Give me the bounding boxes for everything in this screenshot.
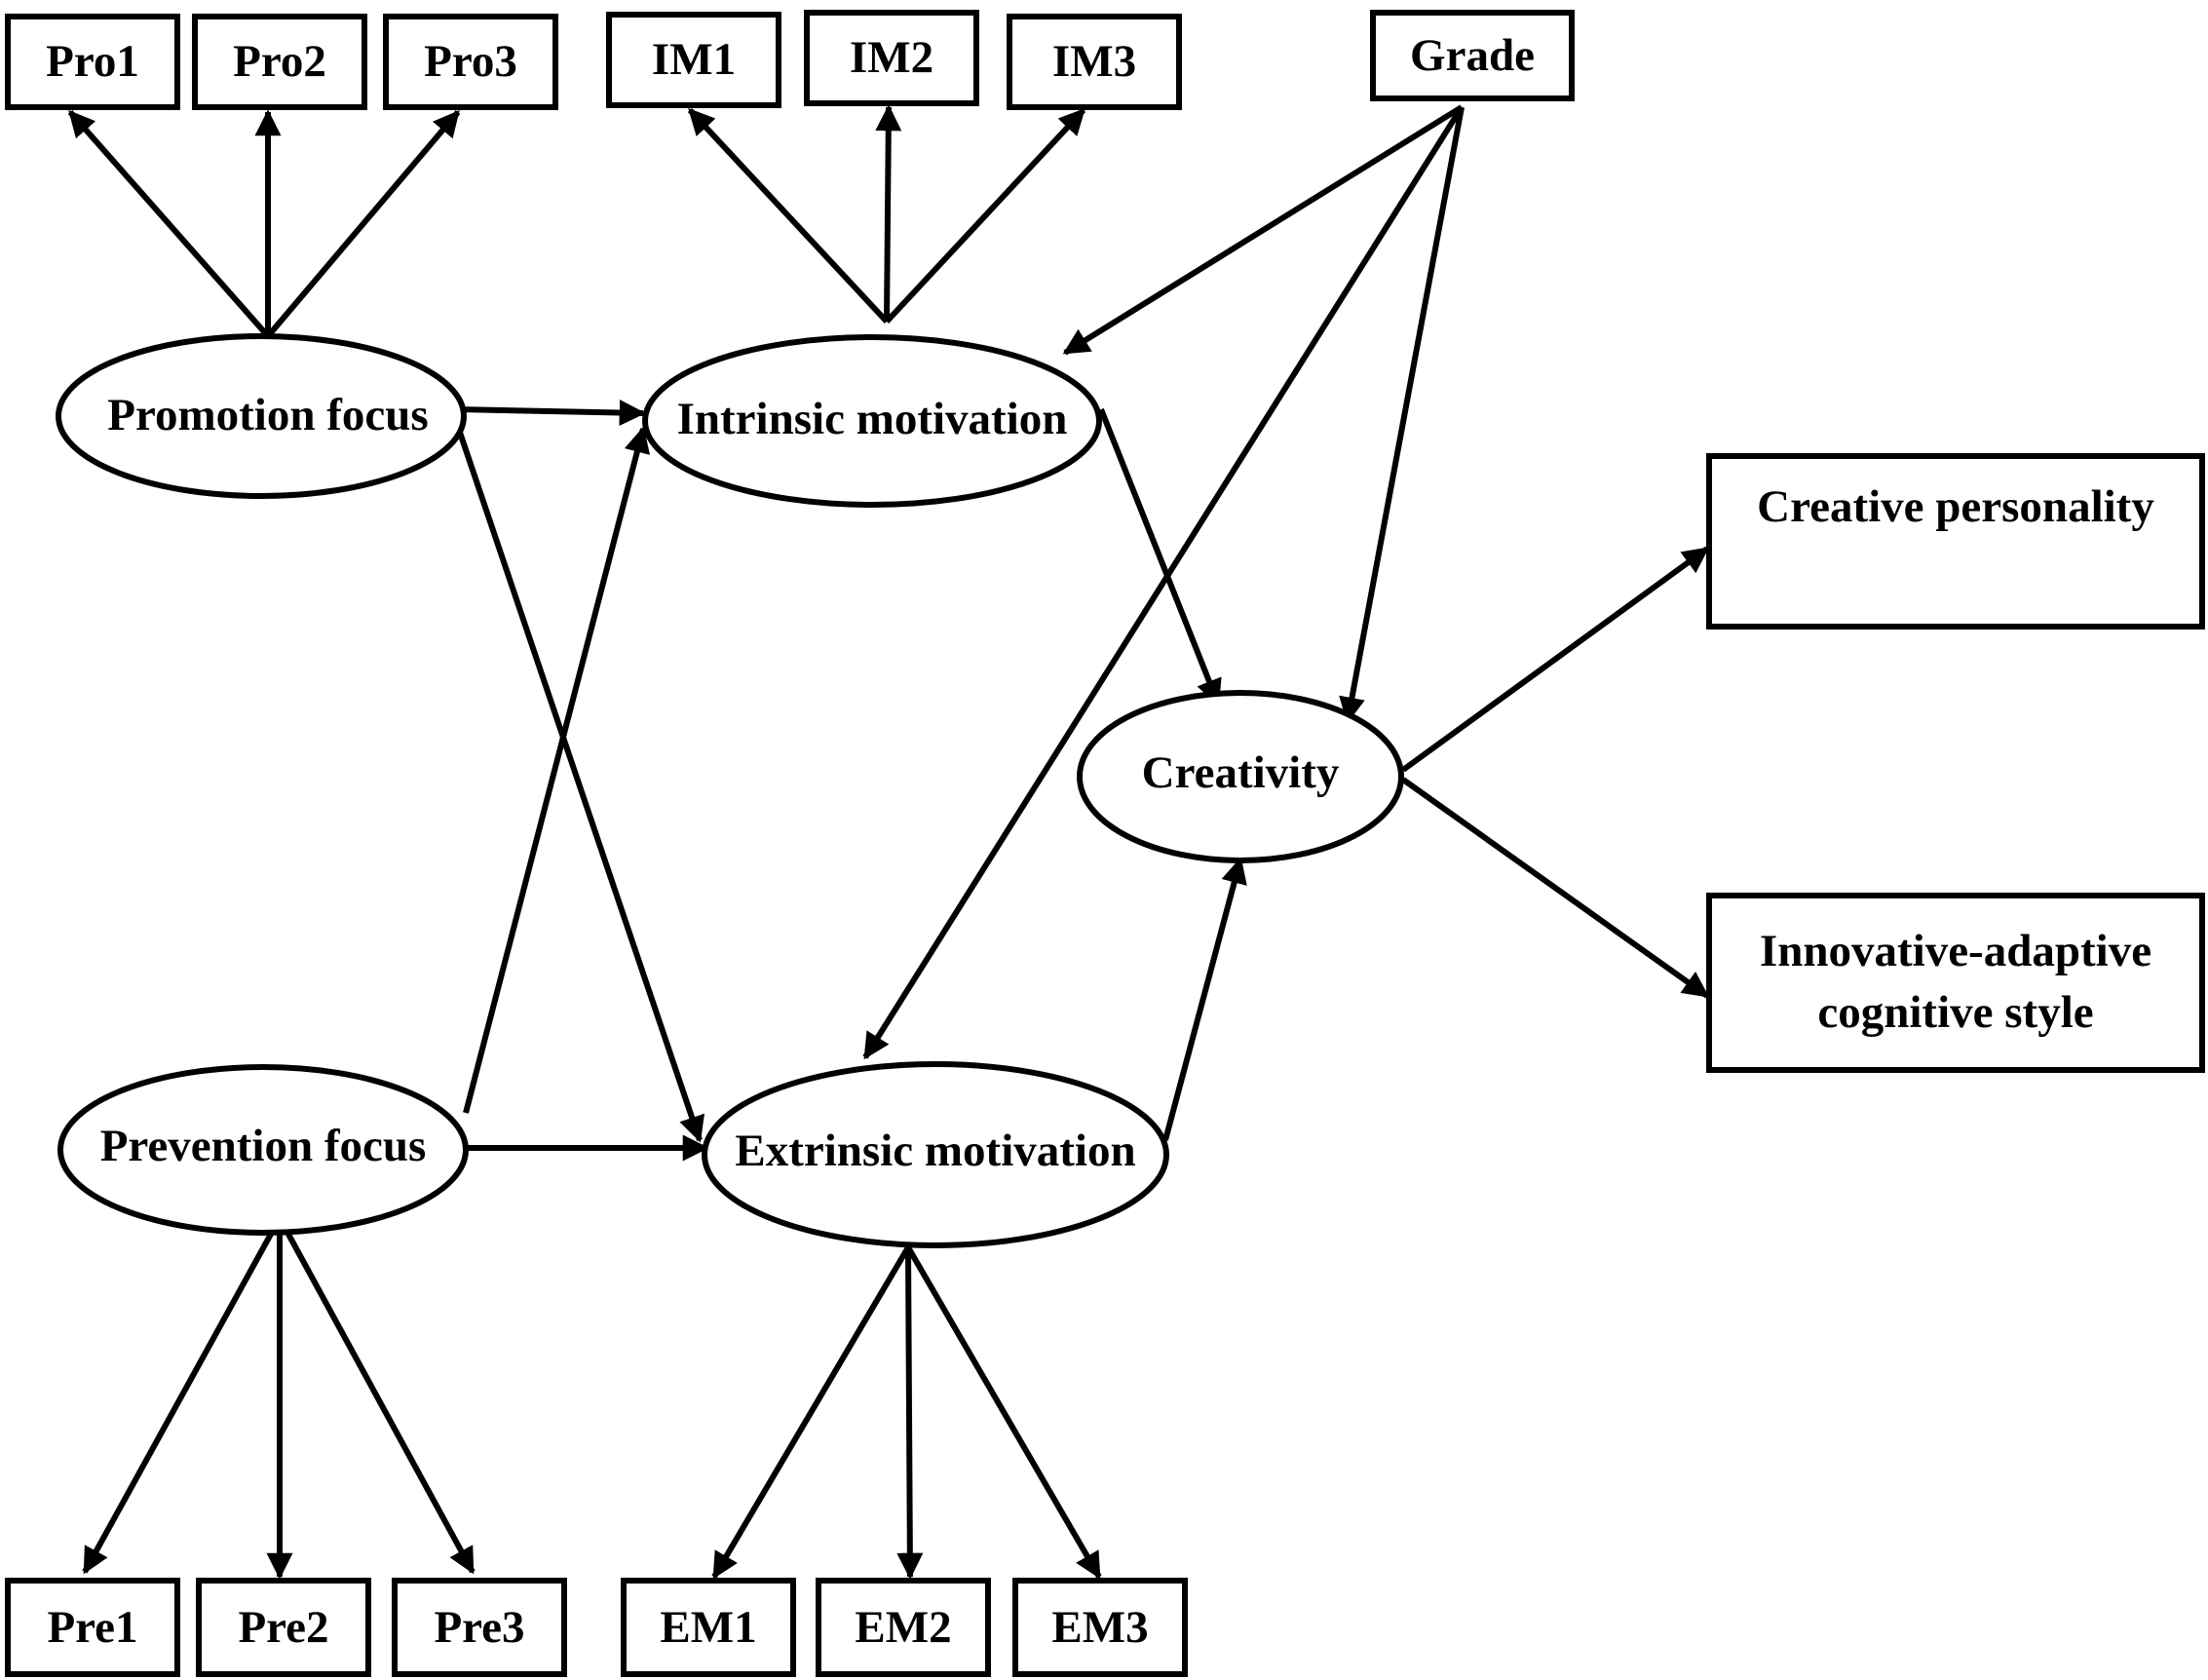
indicator-pro2-label: Pro2: [233, 36, 326, 87]
edge-intrinsic-to-im3: [884, 107, 1086, 325]
control-grade: Grade: [1370, 10, 1575, 101]
edge-creativity-to-personality: [1401, 546, 1710, 773]
edge-promotion-to-pro3: [265, 109, 461, 338]
indicator-pre2-label: Pre2: [238, 1602, 328, 1653]
edge-prevention-to-intrinsic: [463, 426, 650, 1114]
edge-promotion-to-intrinsic: [455, 399, 646, 426]
outcome-cognitive-style-line2: cognitive style: [1817, 987, 2093, 1038]
edge-promotion-to-pro1: [67, 109, 271, 338]
latent-creativity: Creativity: [1077, 690, 1404, 863]
edges: [67, 104, 1710, 1580]
indicator-pro3-label: Pro3: [424, 36, 517, 87]
latent-prevention-focus-label: Prevention focus: [100, 1121, 427, 1171]
indicator-pre2: Pre2: [196, 1578, 371, 1677]
outcome-creative-personality: Creative personality: [1706, 453, 2205, 630]
indicator-em2: EM2: [816, 1578, 991, 1677]
edge-intrinsic-to-creativity: [1098, 407, 1222, 706]
latent-promotion-focus-label: Promotion focus: [107, 390, 428, 440]
indicator-pro3: Pro3: [383, 14, 558, 110]
indicator-im1-label: IM1: [652, 34, 736, 85]
edge-grade-to-extrinsic: [862, 105, 1465, 1060]
latent-creativity-label: Creativity: [1142, 747, 1340, 798]
edge-extrinsic-to-creativity: [1162, 857, 1247, 1141]
indicator-pre3-label: Pre3: [434, 1602, 524, 1653]
outcome-cognitive-style-line1: Innovative-adaptive: [1760, 926, 2151, 976]
edge-grade-to-creativity: [1339, 106, 1465, 724]
indicator-im2-label: IM2: [850, 32, 933, 83]
latent-extrinsic-motivation: Extrinsic motivation: [702, 1061, 1169, 1248]
edge-intrinsic-to-im2: [875, 104, 902, 323]
indicator-pre1-label: Pre1: [47, 1602, 137, 1653]
edge-intrinsic-to-im1: [687, 107, 890, 325]
indicator-em3-label: EM3: [1051, 1602, 1148, 1653]
indicator-em1: EM1: [621, 1578, 796, 1677]
outcome-creative-personality-label: Creative personality: [1757, 481, 2154, 532]
indicator-pre1: Pre1: [5, 1578, 180, 1677]
latent-promotion-focus: Promotion focus: [56, 333, 467, 499]
edge-grade-to-intrinsic: [1062, 104, 1464, 356]
indicator-em1-label: EM1: [660, 1602, 756, 1653]
indicator-pro1-label: Pro1: [46, 36, 139, 87]
latent-intrinsic-motivation: Intrinsic motivation: [642, 334, 1102, 508]
latent-intrinsic-motivation-label: Intrinsic motivation: [677, 394, 1068, 444]
indicator-im3: IM3: [1007, 14, 1182, 110]
indicator-em2-label: EM2: [855, 1602, 951, 1653]
control-grade-label: Grade: [1410, 30, 1535, 81]
edge-creativity-to-cognitive-style: [1401, 777, 1710, 999]
indicator-pre3: Pre3: [392, 1578, 567, 1677]
outcome-cognitive-style: Innovative-adaptive cognitive style: [1706, 893, 2205, 1073]
edge-extrinsic-to-em1: [711, 1245, 911, 1580]
indicator-im2: IM2: [804, 10, 979, 106]
latent-prevention-focus: Prevention focus: [57, 1064, 469, 1236]
edge-prevention-to-pre3: [277, 1216, 476, 1575]
edge-extrinsic-to-em3: [905, 1245, 1102, 1580]
edge-extrinsic-to-em2: [896, 1246, 924, 1580]
edge-prevention-to-pre1: [82, 1216, 283, 1575]
indicator-im3-label: IM3: [1052, 36, 1136, 87]
indicator-pro1: Pro1: [5, 14, 180, 110]
indicator-im1: IM1: [606, 12, 781, 108]
latent-extrinsic-motivation-label: Extrinsic motivation: [735, 1126, 1135, 1176]
edge-promotion-to-extrinsic: [453, 420, 704, 1143]
indicator-pro2: Pro2: [192, 14, 367, 110]
indicator-em3: EM3: [1012, 1578, 1188, 1677]
